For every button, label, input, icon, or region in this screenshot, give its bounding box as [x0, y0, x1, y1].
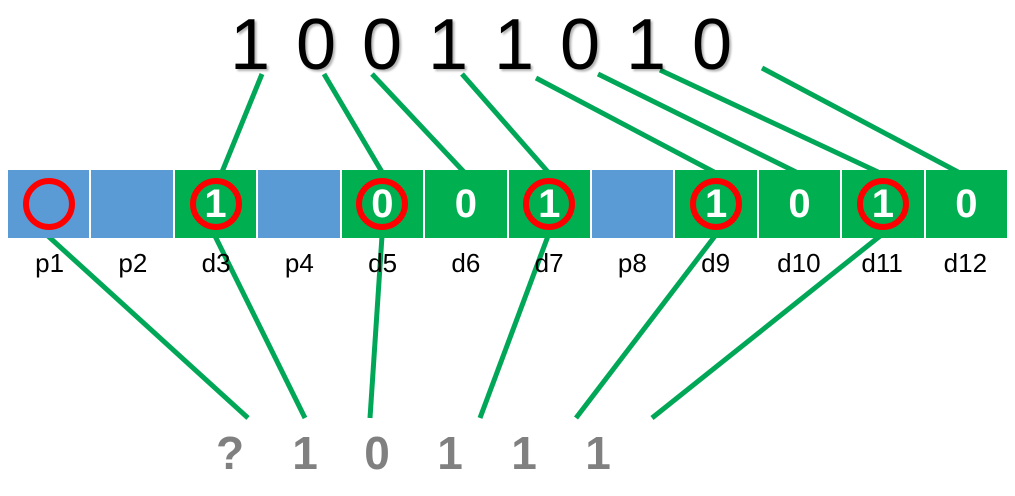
cell-value-d6: 0: [454, 182, 477, 226]
codeword-cell-p2[interactable]: [91, 170, 175, 238]
connector-top-d7: [460, 72, 550, 174]
top-bit-6: 1: [625, 5, 667, 85]
codeword-cell-d3[interactable]: 1: [174, 170, 259, 238]
cell-value-d12: 0: [955, 182, 978, 226]
bottom-bit-1: 1: [292, 427, 318, 479]
bottom-bit-5: 1: [585, 427, 611, 479]
position-label-d9: d9: [701, 248, 731, 278]
top-bit-5: 0: [559, 5, 601, 85]
highlight-circle-icon: [856, 178, 909, 230]
top-bit-3: 1: [427, 5, 469, 85]
position-label-d3: d3: [201, 248, 231, 278]
codeword-cell-p8[interactable]: [591, 170, 676, 238]
codeword-cell-d10[interactable]: 0: [758, 170, 843, 238]
codeword-cell-d6[interactable]: 0: [425, 170, 509, 238]
top-bit-2: 0: [361, 5, 403, 85]
top-bit-4: 1: [493, 5, 535, 85]
highlight-circle-icon: [690, 178, 743, 230]
codeword-cell-p4[interactable]: [258, 170, 342, 238]
highlight-circle-icon: [22, 178, 75, 230]
codeword-cell-p1[interactable]: [8, 170, 92, 238]
codeword-cell-d12[interactable]: 0: [925, 170, 1008, 238]
cell-value-d10: 0: [788, 182, 811, 226]
position-label-d6: d6: [451, 248, 481, 278]
highlight-circle-icon: [189, 178, 242, 230]
position-label-p8: p8: [617, 248, 647, 278]
codeword-cell-d11[interactable]: 1: [842, 170, 926, 238]
position-label-row: p1 p2 d3 p4 d5 d6 d7 p8 d9 d10 d11 d12: [8, 248, 1007, 282]
position-label-d12: d12: [943, 248, 988, 278]
connector-top-d6: [370, 72, 466, 174]
position-label-d5: d5: [368, 248, 398, 278]
connector-top-d3: [219, 73, 265, 173]
position-label-d11: d11: [861, 248, 903, 278]
highlight-circle-icon: [356, 178, 409, 230]
position-label-p1: p1: [35, 248, 65, 278]
highlight-circle-icon: [523, 178, 576, 230]
connector-top-d9: [534, 75, 716, 175]
position-label-p4: p4: [284, 248, 314, 278]
top-bit-0: 1: [229, 5, 271, 85]
codeword-cell-d5[interactable]: 0: [341, 170, 426, 238]
position-label-d7: d7: [534, 248, 564, 278]
codeword-cell-d7[interactable]: 1: [508, 170, 592, 238]
top-bit-7: 0: [691, 5, 733, 85]
bottom-bit-4: 1: [511, 427, 537, 479]
bottom-bit-3: 1: [437, 427, 463, 479]
top-bit-1: 0: [295, 5, 337, 85]
bottom-bit-0: ?: [215, 427, 245, 479]
connector-top-d10: [596, 71, 798, 175]
position-label-p2: p2: [118, 248, 148, 278]
bottom-bit-2: 0: [364, 427, 390, 479]
connector-top-d5: [321, 72, 385, 174]
codeword-cell-d9[interactable]: 1: [675, 170, 759, 238]
position-label-d10: d10: [777, 248, 821, 278]
